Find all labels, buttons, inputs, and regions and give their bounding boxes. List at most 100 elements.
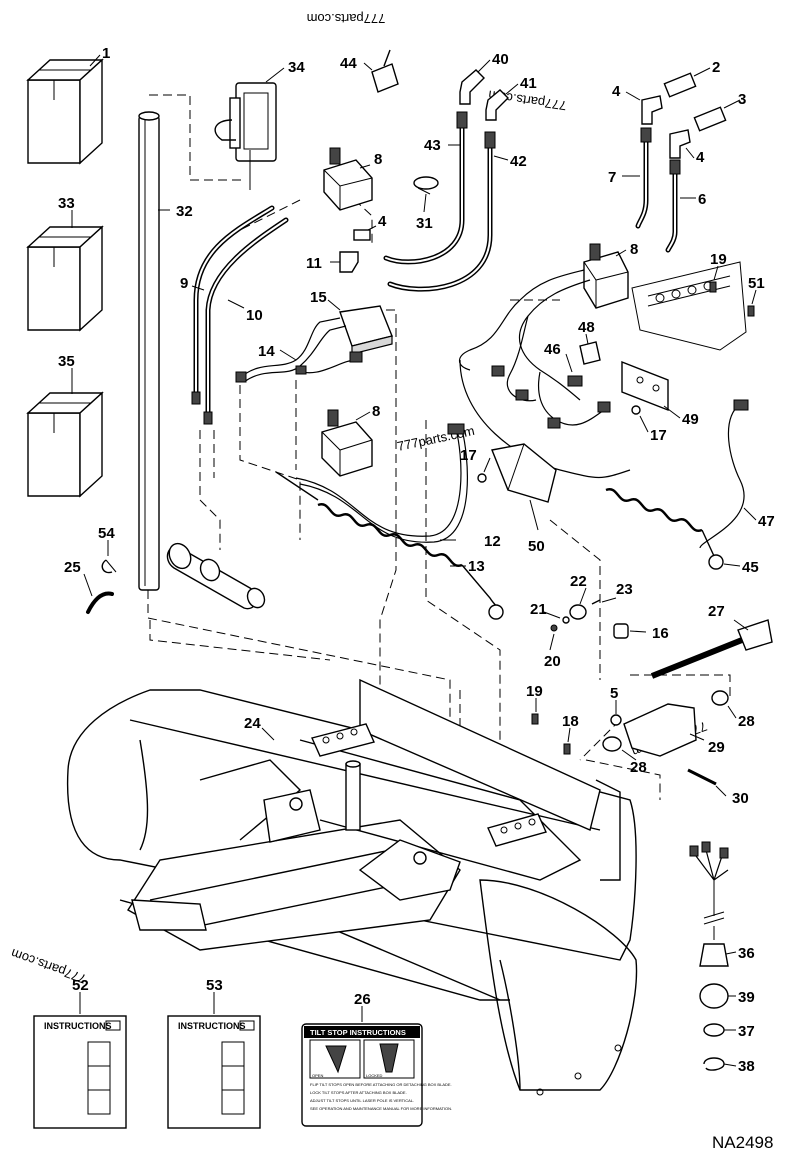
callout-4-c: 4 bbox=[378, 213, 387, 230]
decal-locked: LOCKED bbox=[366, 1073, 383, 1078]
callout-6: 6 bbox=[698, 191, 706, 208]
elbow-11 bbox=[339, 251, 359, 273]
decal-title: TILT STOP INSTRUCTIONS bbox=[310, 1028, 406, 1037]
callout-39: 39 bbox=[738, 989, 755, 1006]
callout-17-b: 17 bbox=[650, 427, 667, 444]
assembly-lines bbox=[147, 94, 731, 800]
hose-9-10 bbox=[191, 205, 289, 425]
valve-block-right bbox=[583, 243, 629, 309]
callout-32: 32 bbox=[176, 203, 193, 220]
callout-13: 13 bbox=[468, 558, 485, 575]
nut-17-upper bbox=[477, 473, 487, 483]
nut-20 bbox=[550, 624, 558, 632]
callout-34: 34 bbox=[288, 59, 305, 76]
washer-28 bbox=[711, 690, 729, 706]
callout-52: 52 bbox=[72, 977, 89, 994]
fitting-4-right-b bbox=[669, 129, 691, 159]
clip-38 bbox=[703, 1057, 725, 1071]
leader-lines bbox=[71, 54, 757, 1067]
elbow-41 bbox=[485, 89, 509, 121]
fitting-4-right-a bbox=[641, 95, 663, 125]
pin-25 bbox=[86, 591, 114, 614]
callout-10: 10 bbox=[246, 307, 263, 324]
callout-16: 16 bbox=[652, 625, 669, 642]
callout-22: 22 bbox=[570, 573, 587, 590]
callout-49: 49 bbox=[682, 411, 699, 428]
callout-20: 20 bbox=[544, 653, 561, 670]
callout-28-b: 28 bbox=[630, 759, 647, 776]
callout-36: 36 bbox=[738, 945, 755, 962]
bolt-19-upper bbox=[709, 281, 717, 293]
callout-23: 23 bbox=[616, 581, 633, 598]
callout-7: 7 bbox=[608, 169, 616, 186]
spacer-22 bbox=[569, 604, 587, 620]
callout-2: 2 bbox=[712, 59, 720, 76]
callouts: 1 2 3 4 4 4 5 6 7 8 8 8 9 10 11 12 13 14… bbox=[58, 45, 775, 1075]
manual-53: INSTRUCTIONS bbox=[167, 1015, 261, 1129]
callout-40: 40 bbox=[492, 51, 509, 68]
bracket-49 bbox=[621, 360, 669, 412]
callout-30: 30 bbox=[732, 790, 749, 807]
callout-19-b: 19 bbox=[526, 683, 543, 700]
box-35 bbox=[26, 391, 104, 498]
hose-42-43 bbox=[383, 111, 496, 292]
callout-28-a: 28 bbox=[738, 713, 755, 730]
callout-9: 9 bbox=[180, 275, 188, 292]
callout-47: 47 bbox=[758, 513, 775, 530]
callout-4-b: 4 bbox=[696, 149, 705, 166]
coiled-cable-45 bbox=[605, 487, 724, 570]
laser-receiver-bracket bbox=[214, 82, 277, 190]
adjust-screw-27 bbox=[650, 619, 773, 679]
bolt-51 bbox=[747, 305, 755, 317]
callout-43: 43 bbox=[424, 137, 441, 154]
manual-52: INSTRUCTIONS bbox=[33, 1015, 127, 1129]
callout-37: 37 bbox=[738, 1023, 755, 1040]
fitting-16 bbox=[613, 623, 629, 639]
callout-19-a: 19 bbox=[710, 251, 727, 268]
callout-45: 45 bbox=[742, 559, 759, 576]
boot-39 bbox=[699, 983, 729, 1009]
valve-block-lower bbox=[321, 409, 373, 477]
box-33 bbox=[26, 225, 104, 332]
callout-24: 24 bbox=[244, 715, 261, 732]
callout-48: 48 bbox=[578, 319, 595, 336]
tilt-stop-29 bbox=[602, 703, 697, 757]
decal-bullet-1: FLIP TILT STOPS OPEN BEFORE ATTACHING OR… bbox=[310, 1082, 452, 1087]
callout-25: 25 bbox=[64, 559, 81, 576]
callout-38: 38 bbox=[738, 1058, 755, 1075]
callout-26: 26 bbox=[354, 991, 371, 1008]
harness-12 bbox=[295, 423, 468, 543]
callout-15: 15 bbox=[310, 289, 327, 306]
manual-53-title: INSTRUCTIONS bbox=[178, 1021, 246, 1031]
tie-31 bbox=[413, 176, 439, 195]
coupler-2 bbox=[663, 72, 697, 98]
callout-44: 44 bbox=[340, 55, 357, 72]
mount-frame bbox=[127, 678, 621, 951]
fitting-4-upper bbox=[353, 229, 371, 241]
callout-46: 46 bbox=[544, 341, 561, 358]
callout-17-a: 17 bbox=[460, 447, 477, 464]
bolt-30 bbox=[687, 768, 717, 786]
bolt-19-lower bbox=[531, 713, 539, 725]
decal-open: OPEN bbox=[312, 1073, 323, 1078]
elbow-40 bbox=[459, 69, 485, 105]
washer-21 bbox=[562, 616, 570, 624]
ring-37 bbox=[703, 1023, 725, 1037]
callout-42: 42 bbox=[510, 153, 527, 170]
callout-3: 3 bbox=[738, 91, 746, 108]
callout-50: 50 bbox=[528, 538, 545, 555]
callout-21: 21 bbox=[530, 601, 547, 618]
callout-11: 11 bbox=[306, 255, 322, 272]
coupler-3 bbox=[693, 106, 727, 132]
callout-27: 27 bbox=[708, 603, 725, 620]
manual-52-title: INSTRUCTIONS bbox=[44, 1021, 112, 1031]
decal-26: TILT STOP INSTRUCTIONS OPEN LOCKED FLIP … bbox=[301, 1023, 452, 1127]
figure-id: NA2498 bbox=[712, 1133, 773, 1152]
box-1 bbox=[26, 58, 104, 165]
shield-50 bbox=[491, 443, 557, 503]
decal-bullet-3: ADJUST TILT STOPS UNTIL LASER POLE IS VE… bbox=[310, 1098, 414, 1103]
callout-41: 41 bbox=[520, 75, 537, 92]
callout-35: 35 bbox=[58, 353, 75, 370]
control-module-15 bbox=[339, 305, 393, 355]
harness-14 bbox=[235, 317, 363, 383]
